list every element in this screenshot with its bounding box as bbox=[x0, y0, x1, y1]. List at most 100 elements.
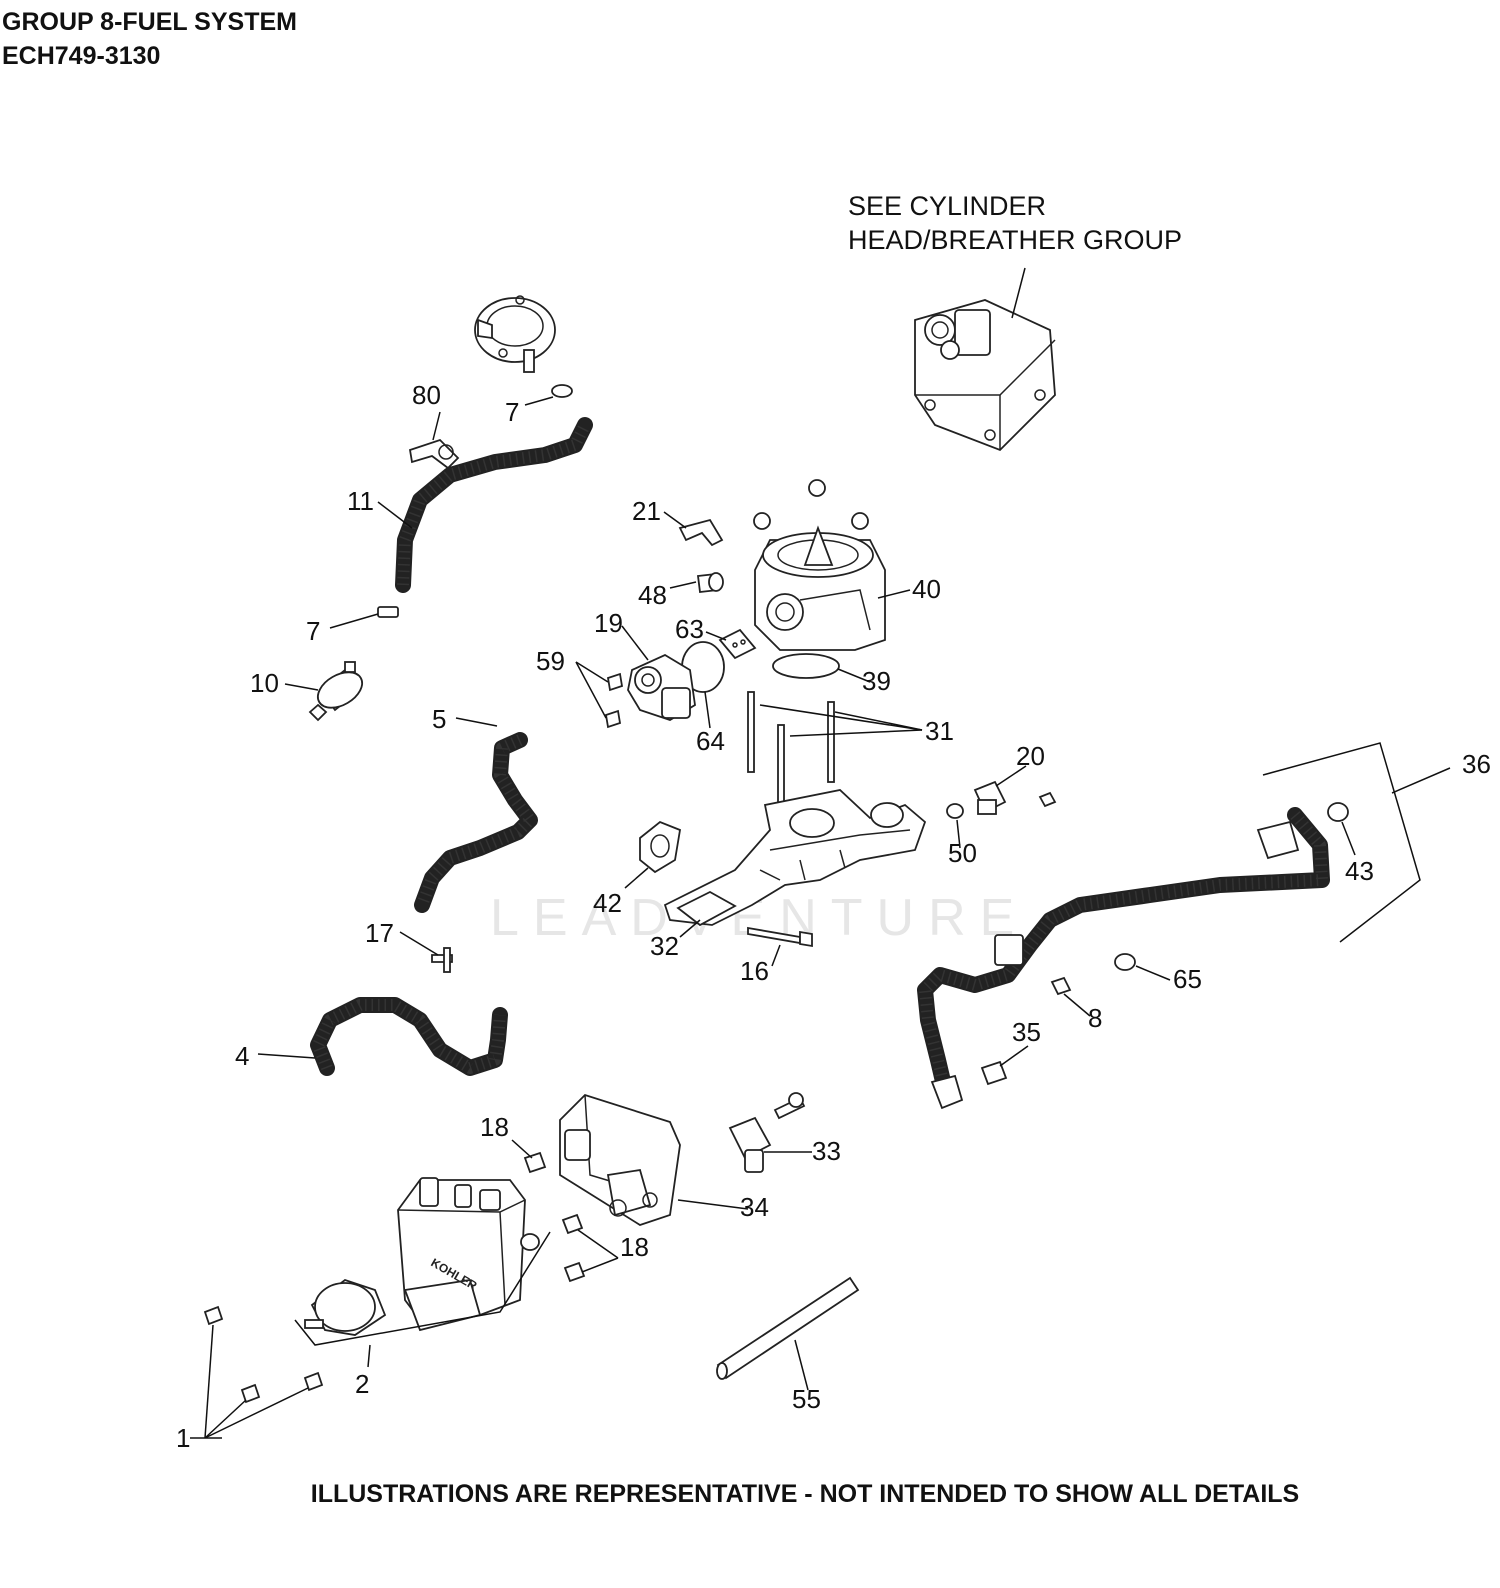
leader-2 bbox=[367, 1344, 371, 1368]
screw-18a bbox=[523, 1151, 547, 1174]
fuel-pump-module-2: KOHLER bbox=[304, 1177, 540, 1336]
callout-65: 65 bbox=[1173, 964, 1202, 994]
callout-7b: 7 bbox=[306, 616, 320, 646]
callout-1: 1 bbox=[176, 1423, 190, 1453]
inline-fuel-filter-10 bbox=[308, 661, 363, 722]
harness-bracket-36 bbox=[1262, 742, 1421, 943]
leader-1c bbox=[204, 1387, 309, 1439]
screw-18b-upper bbox=[561, 1213, 584, 1235]
screw-1a bbox=[203, 1305, 224, 1326]
leader-65 bbox=[1135, 965, 1171, 981]
reference-note-line2: HEAD/BREATHER GROUP bbox=[848, 225, 1183, 255]
diagram-title: GROUP 8-FUEL SYSTEM bbox=[2, 8, 297, 36]
pulse-pump-illustration bbox=[474, 295, 556, 373]
callout-19: 19 bbox=[594, 608, 623, 638]
callout-35: 35 bbox=[1012, 1017, 1041, 1047]
callout-43: 43 bbox=[1345, 856, 1374, 886]
nut-35 bbox=[980, 1060, 1008, 1086]
leader-8 bbox=[1063, 993, 1091, 1017]
leader-19 bbox=[621, 625, 649, 661]
o-ring-39 bbox=[772, 653, 840, 679]
leader-64 bbox=[704, 691, 711, 729]
leader-35 bbox=[999, 1045, 1029, 1067]
leader-39 bbox=[837, 668, 871, 683]
leader-1b bbox=[204, 1399, 247, 1439]
callout-18a: 18 bbox=[480, 1112, 509, 1142]
callout-2: 2 bbox=[355, 1369, 369, 1399]
callout-31: 31 bbox=[925, 716, 954, 746]
leader-18a bbox=[511, 1139, 533, 1159]
leader-4 bbox=[257, 1053, 316, 1059]
leader-50 bbox=[956, 819, 961, 849]
fitting-17 bbox=[431, 947, 453, 973]
leader-reference bbox=[1011, 267, 1026, 319]
leader-43 bbox=[1341, 821, 1356, 856]
callout-4: 4 bbox=[235, 1041, 249, 1071]
screws-59 bbox=[604, 672, 624, 729]
hose-clip-80 bbox=[408, 438, 460, 470]
model-number: ECH749-3130 bbox=[2, 42, 161, 70]
mounting-bracket-34 bbox=[559, 1093, 681, 1226]
callout-64: 64 bbox=[696, 726, 725, 756]
actuator-19 bbox=[627, 653, 696, 721]
callout-20: 20 bbox=[1016, 741, 1045, 771]
callout-36: 36 bbox=[1462, 749, 1491, 779]
callout-17: 17 bbox=[365, 918, 394, 948]
washer-50 bbox=[946, 803, 964, 819]
leader-17 bbox=[399, 931, 439, 956]
leader-34 bbox=[677, 1199, 749, 1210]
leader-10 bbox=[284, 683, 319, 691]
leader-21 bbox=[663, 511, 687, 529]
callout-80: 80 bbox=[412, 380, 441, 410]
hose-clamp-7b bbox=[377, 606, 399, 618]
module-bracket-2 bbox=[294, 1231, 551, 1346]
leader-40 bbox=[877, 589, 911, 599]
callout-7a: 7 bbox=[505, 397, 519, 427]
bracket-21 bbox=[678, 518, 724, 547]
callout-8: 8 bbox=[1088, 1003, 1102, 1033]
fuel-hose-11 bbox=[395, 417, 593, 593]
bolt-16 bbox=[747, 926, 813, 948]
callout-59: 59 bbox=[536, 646, 565, 676]
callout-63: 63 bbox=[675, 614, 704, 644]
bolt-8 bbox=[1050, 976, 1072, 996]
leader-1a bbox=[204, 1324, 214, 1439]
callout-11: 11 bbox=[347, 486, 374, 516]
callout-5: 5 bbox=[432, 704, 446, 734]
leader-20 bbox=[995, 765, 1027, 787]
fuel-hose-5 bbox=[414, 732, 538, 913]
callout-40: 40 bbox=[912, 574, 941, 604]
reference-note-line1: SEE CYLINDER bbox=[848, 191, 1047, 221]
callout-18b: 18 bbox=[620, 1232, 649, 1262]
sensor-33 bbox=[728, 1092, 806, 1173]
fuel-hose-4 bbox=[310, 997, 508, 1076]
leader-18b-b bbox=[581, 1257, 619, 1273]
leader-36 bbox=[1391, 767, 1451, 794]
intake-manifold-32 bbox=[663, 789, 927, 927]
leader-48 bbox=[669, 581, 697, 589]
bushing-48 bbox=[696, 572, 724, 593]
leader-7b bbox=[329, 613, 379, 629]
callout-34: 34 bbox=[740, 1192, 769, 1222]
leader-63 bbox=[705, 631, 727, 641]
leader-59a bbox=[575, 661, 609, 683]
leader-18b-a bbox=[577, 1229, 619, 1259]
leader-42 bbox=[624, 867, 649, 889]
callout-10: 10 bbox=[250, 668, 279, 698]
callout-48: 48 bbox=[638, 580, 667, 610]
leader-5 bbox=[455, 717, 498, 727]
screw-18b-lower bbox=[563, 1261, 586, 1283]
studs-31 bbox=[747, 691, 835, 806]
gasket-42 bbox=[639, 820, 682, 874]
leader-32 bbox=[679, 919, 701, 938]
leader-11 bbox=[377, 501, 413, 529]
fuel-injector-20 bbox=[973, 780, 1057, 815]
leader-31c bbox=[789, 729, 923, 737]
wiring-harness-36 bbox=[917, 807, 1330, 1110]
callout-42: 42 bbox=[593, 888, 622, 918]
fuel-line-55 bbox=[716, 1276, 860, 1380]
hose-clamp-7a bbox=[551, 384, 573, 398]
callout-33: 33 bbox=[812, 1136, 841, 1166]
disclaimer-footer: ILLUSTRATIONS ARE REPRESENTATIVE - NOT I… bbox=[310, 1480, 1300, 1508]
leader-7a bbox=[524, 396, 554, 406]
